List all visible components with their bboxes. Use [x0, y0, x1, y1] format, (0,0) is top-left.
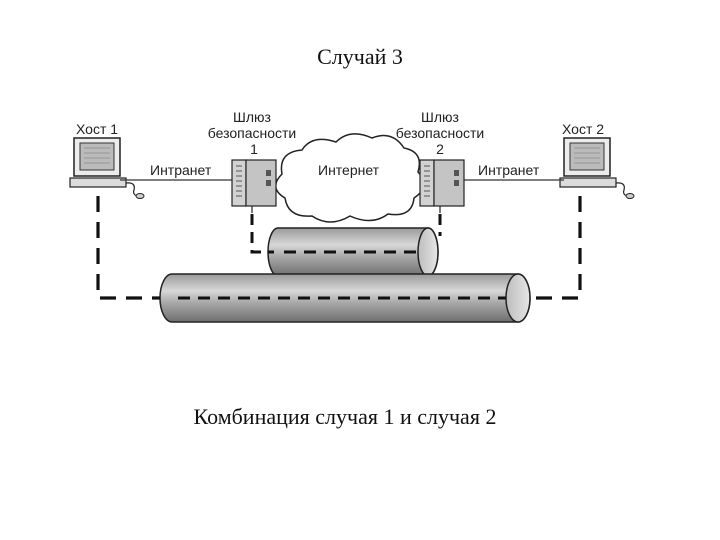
gateway-1-label-line1: Шлюз — [233, 109, 271, 125]
intranet-right-label: Интранет — [478, 162, 540, 178]
gateway-tunnel-pipe — [267, 227, 439, 277]
gateway-2-label-line2: безопасности — [396, 125, 485, 141]
intranet-left-label: Интранет — [150, 162, 212, 178]
host-tunnel-pipe — [159, 273, 531, 323]
slide-title: Случай 3 — [317, 44, 403, 69]
security-gateway-2-icon — [419, 159, 465, 213]
gateway-1-tunnel-connector — [250, 214, 274, 254]
internet-label: Интернет — [318, 162, 380, 178]
gateway-1-number: 1 — [250, 141, 258, 157]
host-2-tunnel-connector — [530, 196, 582, 300]
slide-caption: Комбинация случая 1 и случая 2 — [193, 404, 497, 429]
host-1-label: Хост 1 — [76, 121, 118, 137]
host-1-tunnel-connector — [96, 196, 160, 300]
gateway-2-label-line1: Шлюз — [421, 109, 459, 125]
internet-cloud-icon — [275, 133, 425, 223]
host-2-computer-icon — [559, 137, 635, 199]
gateway-2-number: 2 — [436, 141, 444, 157]
security-gateway-1-icon — [231, 159, 277, 213]
gateway-1-label-line2: безопасности — [208, 125, 297, 141]
host-1-computer-icon — [69, 137, 145, 199]
host-2-label: Хост 2 — [562, 121, 604, 137]
